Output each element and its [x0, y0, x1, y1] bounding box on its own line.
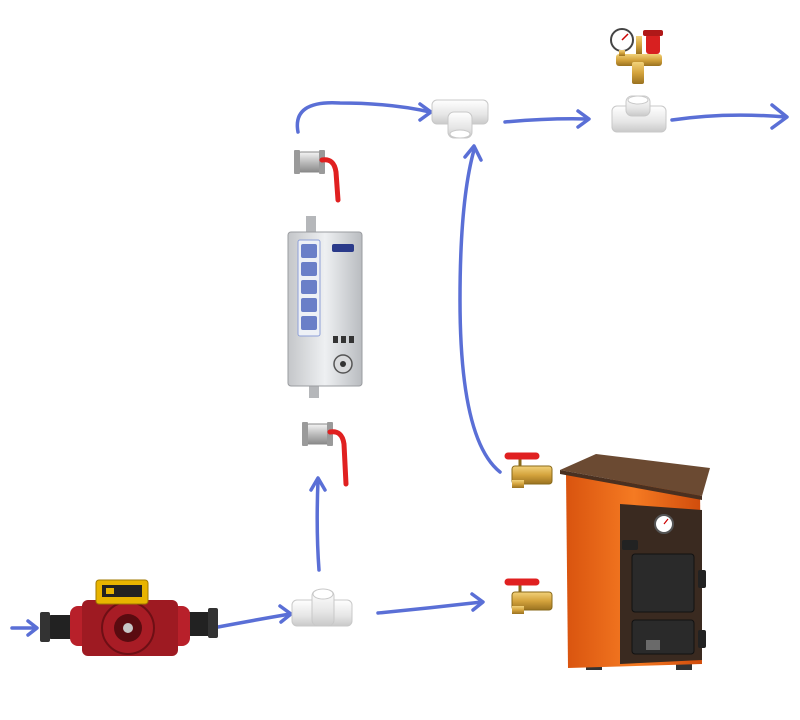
flow-arrows	[10, 101, 789, 637]
pipe-tee-top-left-icon	[431, 99, 489, 139]
ball-valve-heater-outlet-icon	[294, 150, 341, 203]
solid-fuel-boiler-icon	[560, 454, 710, 670]
flow-arrow-tee-to-boiler	[376, 592, 485, 615]
heater-panel-buttons	[301, 244, 317, 330]
pipe-tee-bottom-icon	[291, 588, 353, 627]
flow-arrow-pump-to-tee	[216, 604, 293, 629]
circulation-pump-icon	[40, 579, 218, 656]
safety-group-icon	[610, 28, 663, 84]
flow-arrow-heater-to-top-tee	[295, 101, 433, 134]
pipe-tee-top-right-icon	[611, 95, 667, 133]
electric-boiler-icon	[287, 216, 363, 398]
flow-arrow-boiler-to-top-tee	[458, 144, 502, 474]
flow-arrow-inlet	[10, 619, 39, 637]
flow-arrow-tee-to-heater	[309, 476, 327, 572]
flow-arrow-outlet	[670, 103, 789, 130]
ball-valve-boiler-outlet-icon	[504, 452, 553, 488]
ball-valve-boiler-inlet-icon	[504, 578, 553, 614]
flow-arrow-tee-to-tee	[503, 109, 591, 129]
ball-valve-heater-inlet-icon	[302, 422, 349, 487]
